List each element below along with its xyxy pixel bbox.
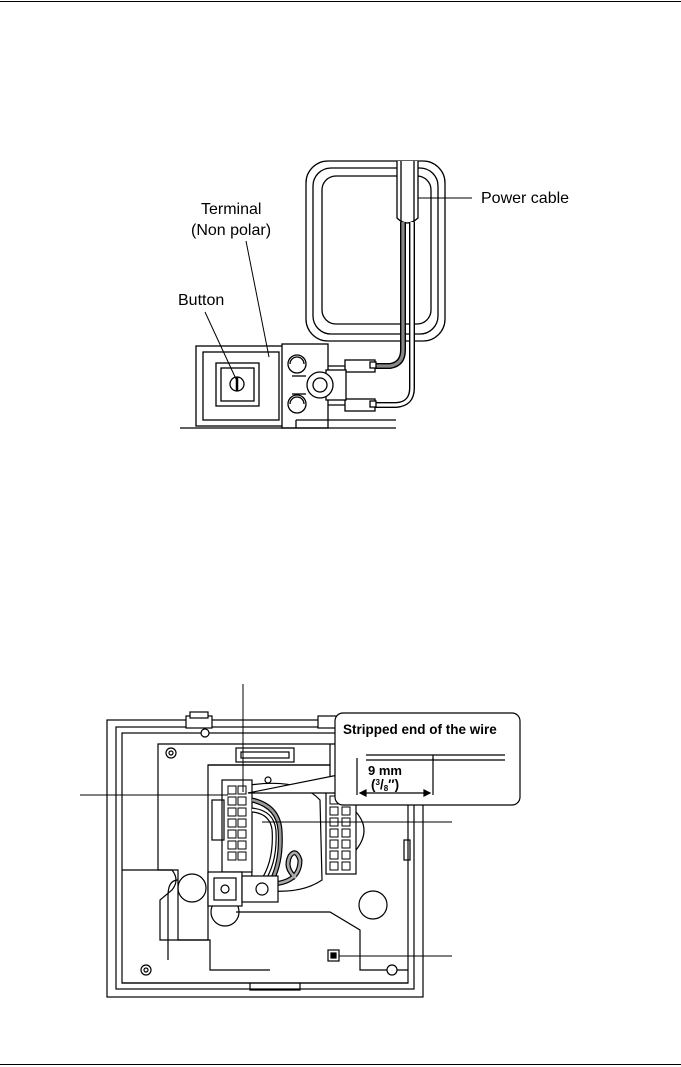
figure2-leader-lines	[80, 684, 452, 957]
cable-housing	[305, 160, 446, 342]
label-button: Button	[178, 292, 224, 309]
inset-measure-metric: 9 mm	[368, 763, 402, 778]
lower-terminal-button	[207, 871, 279, 907]
crimp-lugs	[326, 359, 377, 412]
power-cable-sheath	[396, 161, 419, 224]
terminal-block	[180, 343, 396, 429]
label-power-cable: Power cable	[481, 190, 569, 207]
stripped-wire-inset	[247, 712, 521, 806]
inset-title: Stripped end of the wire	[343, 722, 497, 737]
label-terminal: Terminal	[201, 201, 261, 218]
inset-measure-slash: /	[380, 777, 384, 792]
inset-measure-open: (	[371, 777, 376, 792]
page-top-rule	[0, 1, 681, 2]
inset-measure-denominator: 8	[384, 784, 389, 793]
figure-power-cable-connection	[180, 160, 472, 429]
reset-button	[215, 362, 260, 407]
inset-measure-numerator: 3	[376, 778, 381, 787]
label-terminal-non-polar: (Non polar)	[191, 222, 271, 239]
mounting-screws	[140, 728, 398, 976]
page-bottom-rule	[0, 1064, 681, 1065]
internal-wiring	[251, 797, 303, 887]
indicator-led	[327, 949, 340, 962]
inset-measure-imperial: (3/8″)	[371, 777, 399, 793]
right-terminal-strip	[325, 789, 411, 875]
mounting-plate	[122, 743, 408, 991]
figure-unit-back-panel	[80, 684, 521, 998]
top-connector	[235, 747, 295, 763]
power-cable-wires	[375, 222, 415, 408]
figure1-leader-lines	[204, 197, 472, 380]
inset-measure-close: ″)	[388, 777, 399, 792]
